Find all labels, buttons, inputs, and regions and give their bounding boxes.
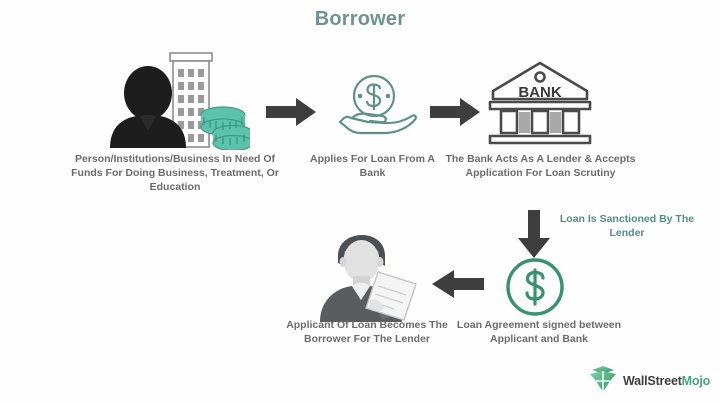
hand-holding-dollar-icon (330, 70, 418, 142)
arrow-down-icon (518, 210, 550, 263)
arrow-left-icon (432, 270, 484, 303)
wallstreetmojo-logo-text: WallStreetMojo (623, 374, 710, 388)
logo-text-part-one: WallStreet (623, 374, 682, 388)
arrow-right-icon (266, 98, 316, 131)
bank-icon-label: BANK (518, 84, 561, 101)
step-3-caption: The Bank Acts As A Lender & Accepts Appl… (445, 153, 636, 179)
logo-text-part-two: Mojo (681, 374, 711, 388)
page-title: Borrower (314, 8, 406, 30)
dollar-circle-icon (497, 256, 573, 322)
bank-building-icon: BANK (487, 57, 593, 145)
arrow-right-icon (430, 98, 480, 131)
step-4-caption: Loan Agreement signed between Applicant … (456, 319, 622, 345)
step-5-caption: Applicant Of Loan Becomes The Borrower F… (286, 319, 448, 345)
connector-label: Loan Is Sanctioned By The Lender (559, 213, 695, 239)
step-1-caption: Person/Institutions/Business In Need Of … (71, 153, 279, 193)
applicant-signing-document-icon (312, 232, 428, 322)
step-2-caption: Applies For Loan From A Bank (309, 153, 436, 179)
wallstreetmojo-logo-mark (588, 365, 618, 398)
wallstreetmojo-logo[interactable]: WallStreetMojo (588, 365, 710, 398)
person-building-coins-icon (100, 45, 254, 152)
